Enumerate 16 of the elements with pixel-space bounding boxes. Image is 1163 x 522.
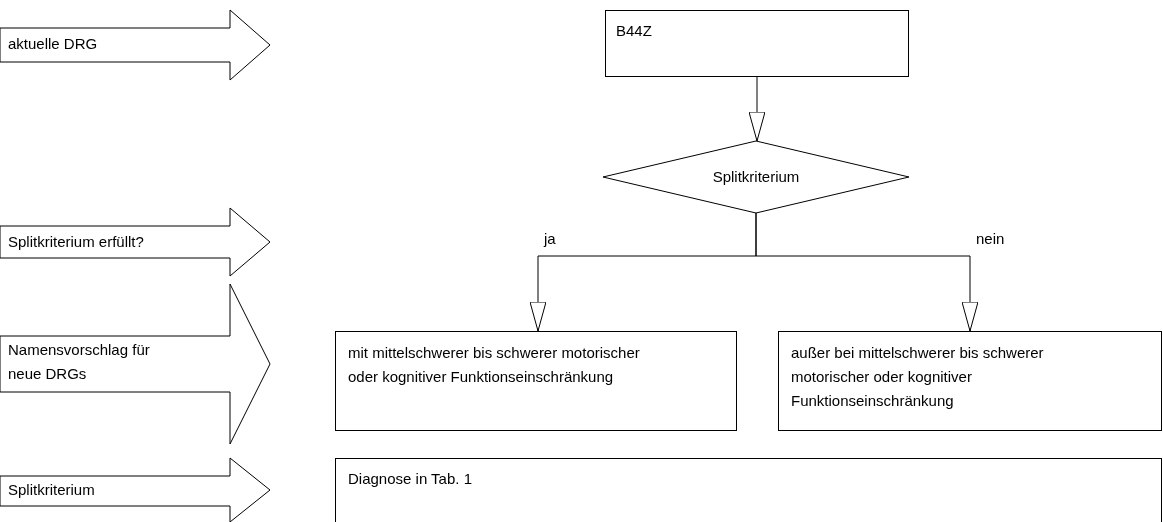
row-label: aktuelle DRG: [8, 34, 99, 54]
row-label: Namensvorschlag für neue DRGs: [8, 340, 151, 384]
node-text: Splitkriterium: [711, 167, 801, 187]
process-box: [335, 458, 1162, 522]
process-box: [335, 331, 737, 431]
node-text: B44Z: [616, 21, 653, 41]
process-box: [605, 10, 909, 77]
arrow: [748, 76, 766, 142]
node-text: mit mittelschwerer bis schwerer motorischer oder kognitiver Funktionseinschränkung: [348, 343, 641, 387]
arrow: [755, 212, 979, 332]
node-text: außer bei mittelschwerer bis schwerer motorischer oder kognitiver Funktionseinschränkung: [791, 343, 1045, 411]
row-label: Splitkriterium: [8, 480, 96, 500]
edge-label: ja: [542, 230, 558, 248]
node-text: Diagnose in Tab. 1: [348, 469, 473, 489]
row-label: Splitkriterium erfüllt?: [8, 232, 145, 252]
process-box: [778, 331, 1162, 431]
